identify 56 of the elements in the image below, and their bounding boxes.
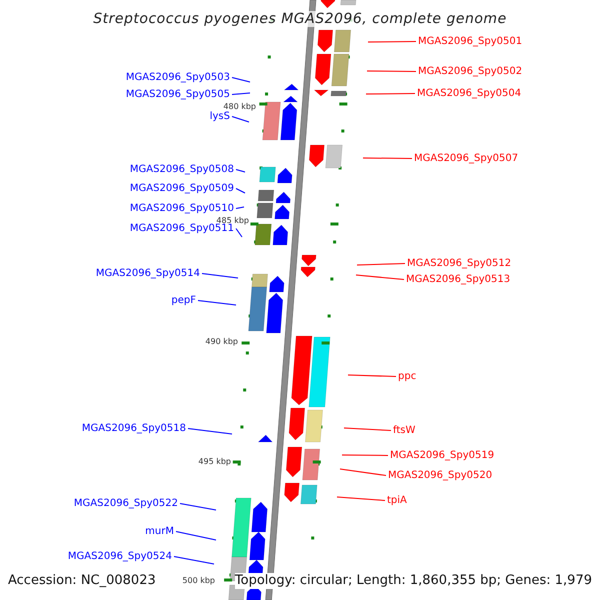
- leader-line: [236, 169, 246, 172]
- gene-label: MGAS2096_Spy0507: [414, 153, 518, 164]
- leader-line: [188, 428, 232, 434]
- gene-label: MGAS2096_Spy0503: [126, 72, 230, 83]
- gene-label: murM: [145, 526, 174, 537]
- leader-line: [232, 116, 250, 122]
- leader-line: [342, 454, 388, 456]
- leader-line: [366, 93, 416, 94]
- leader-line: [236, 206, 244, 209]
- leader-line: [176, 531, 216, 540]
- gene-label: MGAS2096_Spy0524: [68, 551, 172, 562]
- gene-label: MGAS2096_Spy0502: [418, 66, 522, 77]
- leader-line: [198, 300, 236, 306]
- leader-line: [236, 188, 246, 194]
- leader-line: [236, 228, 242, 238]
- leader-line: [232, 92, 250, 95]
- scale-label: 490 kbp: [205, 337, 238, 346]
- diagram-title: Streptococcus pyogenes MGAS2096, complete genome: [91, 11, 509, 27]
- gene-label: MGAS2096_Spy0519: [390, 450, 494, 461]
- gene-label: MGAS2096_Spy0520: [388, 470, 492, 481]
- scale-label: 485 kbp: [216, 216, 249, 225]
- leader-line: [368, 41, 416, 42]
- leader-line: [344, 428, 392, 431]
- gene-label: MGAS2096_Spy0510: [130, 203, 234, 214]
- gene-label: lysS: [210, 111, 230, 122]
- gene-label: MGAS2096_Spy0514: [96, 268, 200, 279]
- leader-line: [356, 263, 406, 266]
- gene-label: pepF: [171, 295, 196, 306]
- gene-label: ftsW: [393, 425, 416, 436]
- genome-info-text: Topology: circular; Length: 1,860,355 bp; Genes: 1,979: [234, 573, 592, 589]
- leader-line: [348, 374, 396, 377]
- leader-line: [202, 273, 238, 278]
- gene-label: MGAS2096_Spy0511: [130, 223, 234, 234]
- gene-label: MGAS2096_Spy0509: [130, 183, 234, 194]
- leader-line: [362, 158, 412, 159]
- scale-label: 500 kbp: [182, 576, 215, 585]
- leader-line: [356, 274, 404, 280]
- gene-label: MGAS2096_Spy0501: [418, 36, 522, 47]
- leader-line: [174, 556, 214, 564]
- leader-line: [180, 503, 216, 510]
- accession-text: Accession: NC_008023: [8, 573, 156, 589]
- leader-line: [336, 496, 386, 501]
- gene-label: MGAS2096_Spy0518: [82, 423, 186, 434]
- leader-line: [340, 468, 386, 476]
- gene-label: tpiA: [387, 495, 407, 506]
- gene-label: MGAS2096_Spy0505: [126, 89, 230, 100]
- leader-line: [366, 70, 416, 72]
- gene-label: MGAS2096_Spy0513: [406, 274, 510, 285]
- gene-label: ppc: [398, 371, 416, 382]
- gene-label: MGAS2096_Spy0522: [74, 498, 178, 509]
- gene-label: MGAS2096_Spy0512: [407, 258, 512, 269]
- scale-label: 480 kbp: [223, 102, 256, 111]
- scale-label: 495 kbp: [198, 457, 231, 466]
- gene-label: MGAS2096_Spy0508: [130, 164, 234, 175]
- leader-line: [232, 77, 250, 82]
- gene-label: MGAS2096_Spy0504: [417, 88, 522, 99]
